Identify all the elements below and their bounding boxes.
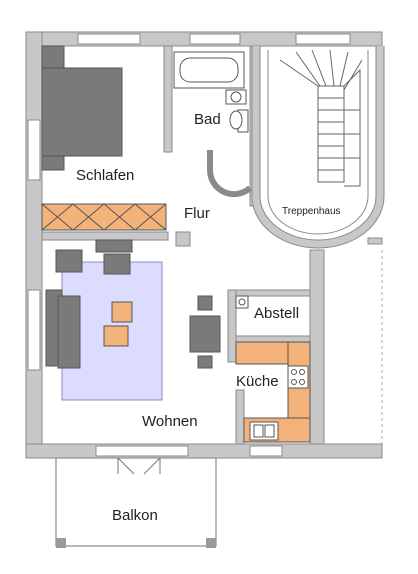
room-label-bad: Bad <box>194 111 221 128</box>
abstell-sink <box>235 295 249 309</box>
room-label-flur: Flur <box>184 205 210 222</box>
stairwell-wall <box>251 46 385 249</box>
sofa <box>45 289 81 369</box>
wardrobe <box>41 203 167 231</box>
room-label-kueche: Küche <box>236 373 279 390</box>
balcony-doors <box>117 457 161 475</box>
bathtub <box>173 51 245 89</box>
walls <box>25 31 383 459</box>
room-label-schlafen: Schlafen <box>76 167 134 184</box>
room-label-balkon: Balkon <box>112 507 158 524</box>
staircase <box>279 49 363 187</box>
coffee-table <box>103 301 133 347</box>
room-label-treppenhaus: Treppenhaus <box>282 206 341 217</box>
toilet <box>229 109 249 133</box>
stove <box>287 365 309 389</box>
bath-curved-wall <box>206 150 252 198</box>
bed <box>41 45 123 171</box>
room-label-abstell: Abstell <box>254 305 299 322</box>
dining-set <box>189 295 221 369</box>
room-label-wohnen: Wohnen <box>142 413 198 430</box>
sink <box>225 89 247 105</box>
armchairs <box>55 239 133 275</box>
balcony <box>55 457 217 548</box>
kitchen-sink <box>249 421 279 441</box>
